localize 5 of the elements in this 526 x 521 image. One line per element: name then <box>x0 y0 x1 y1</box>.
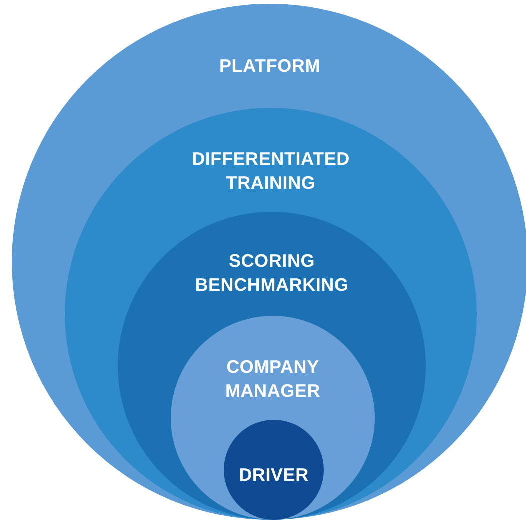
circle-label: SCORING BENCHMARKING <box>194 250 350 297</box>
circle-label: COMPANY MANAGER <box>224 356 322 403</box>
circle-label: DRIVER <box>238 464 310 487</box>
circle-label: PLATFORM <box>218 55 322 78</box>
circle-label: DIFFERENTIATED TRAINING <box>191 148 351 195</box>
